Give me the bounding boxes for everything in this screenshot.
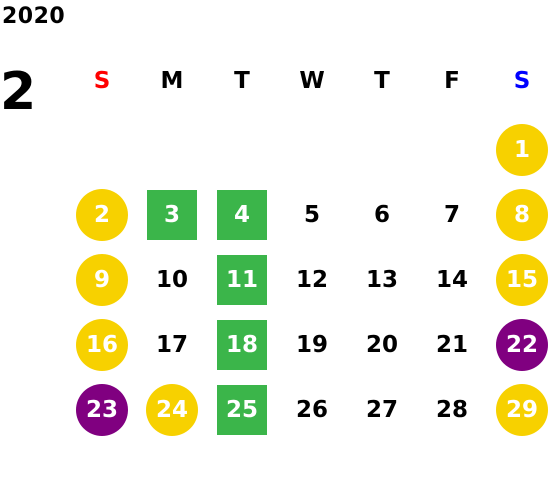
day-cell-4[interactable]: 4 <box>217 190 267 240</box>
day-cell-12[interactable]: 12 <box>295 267 328 293</box>
weekday-sunday: S <box>93 68 111 94</box>
day-cell-3[interactable]: 3 <box>147 190 197 240</box>
day-cell-21[interactable]: 21 <box>435 332 468 358</box>
day-cell-27[interactable]: 27 <box>365 397 398 423</box>
weekday-monday: M <box>160 68 184 94</box>
day-cell-26[interactable]: 26 <box>295 397 328 423</box>
day-cell-29[interactable]: 29 <box>496 384 548 436</box>
day-cell-23[interactable]: 23 <box>76 384 128 436</box>
day-cell-16[interactable]: 16 <box>76 319 128 371</box>
day-cell-11[interactable]: 11 <box>217 255 267 305</box>
day-cell-5[interactable]: 5 <box>303 202 320 228</box>
weekday-tuesday: T <box>234 68 250 94</box>
day-cell-8[interactable]: 8 <box>496 189 548 241</box>
weekday-friday: F <box>444 68 460 94</box>
day-cell-25[interactable]: 25 <box>217 385 267 435</box>
day-cell-7[interactable]: 7 <box>443 202 460 228</box>
weekday-saturday: S <box>513 68 531 94</box>
day-cell-15[interactable]: 15 <box>496 254 548 306</box>
day-cell-17[interactable]: 17 <box>155 332 188 358</box>
day-cell-13[interactable]: 13 <box>365 267 398 293</box>
day-cell-9[interactable]: 9 <box>76 254 128 306</box>
weekday-thursday: T <box>374 68 390 94</box>
day-cell-1[interactable]: 1 <box>496 124 548 176</box>
day-cell-19[interactable]: 19 <box>295 332 328 358</box>
day-cell-14[interactable]: 14 <box>435 267 468 293</box>
day-cell-20[interactable]: 20 <box>365 332 398 358</box>
month-label: 2 <box>0 62 37 122</box>
day-cell-28[interactable]: 28 <box>435 397 468 423</box>
day-cell-18[interactable]: 18 <box>217 320 267 370</box>
day-cell-6[interactable]: 6 <box>373 202 390 228</box>
day-cell-10[interactable]: 10 <box>155 267 188 293</box>
day-cell-2[interactable]: 2 <box>76 189 128 241</box>
day-cell-22[interactable]: 22 <box>496 319 548 371</box>
day-cell-24[interactable]: 24 <box>146 384 198 436</box>
weekday-wednesday: W <box>299 68 325 94</box>
year-label: 2020 <box>2 4 66 29</box>
